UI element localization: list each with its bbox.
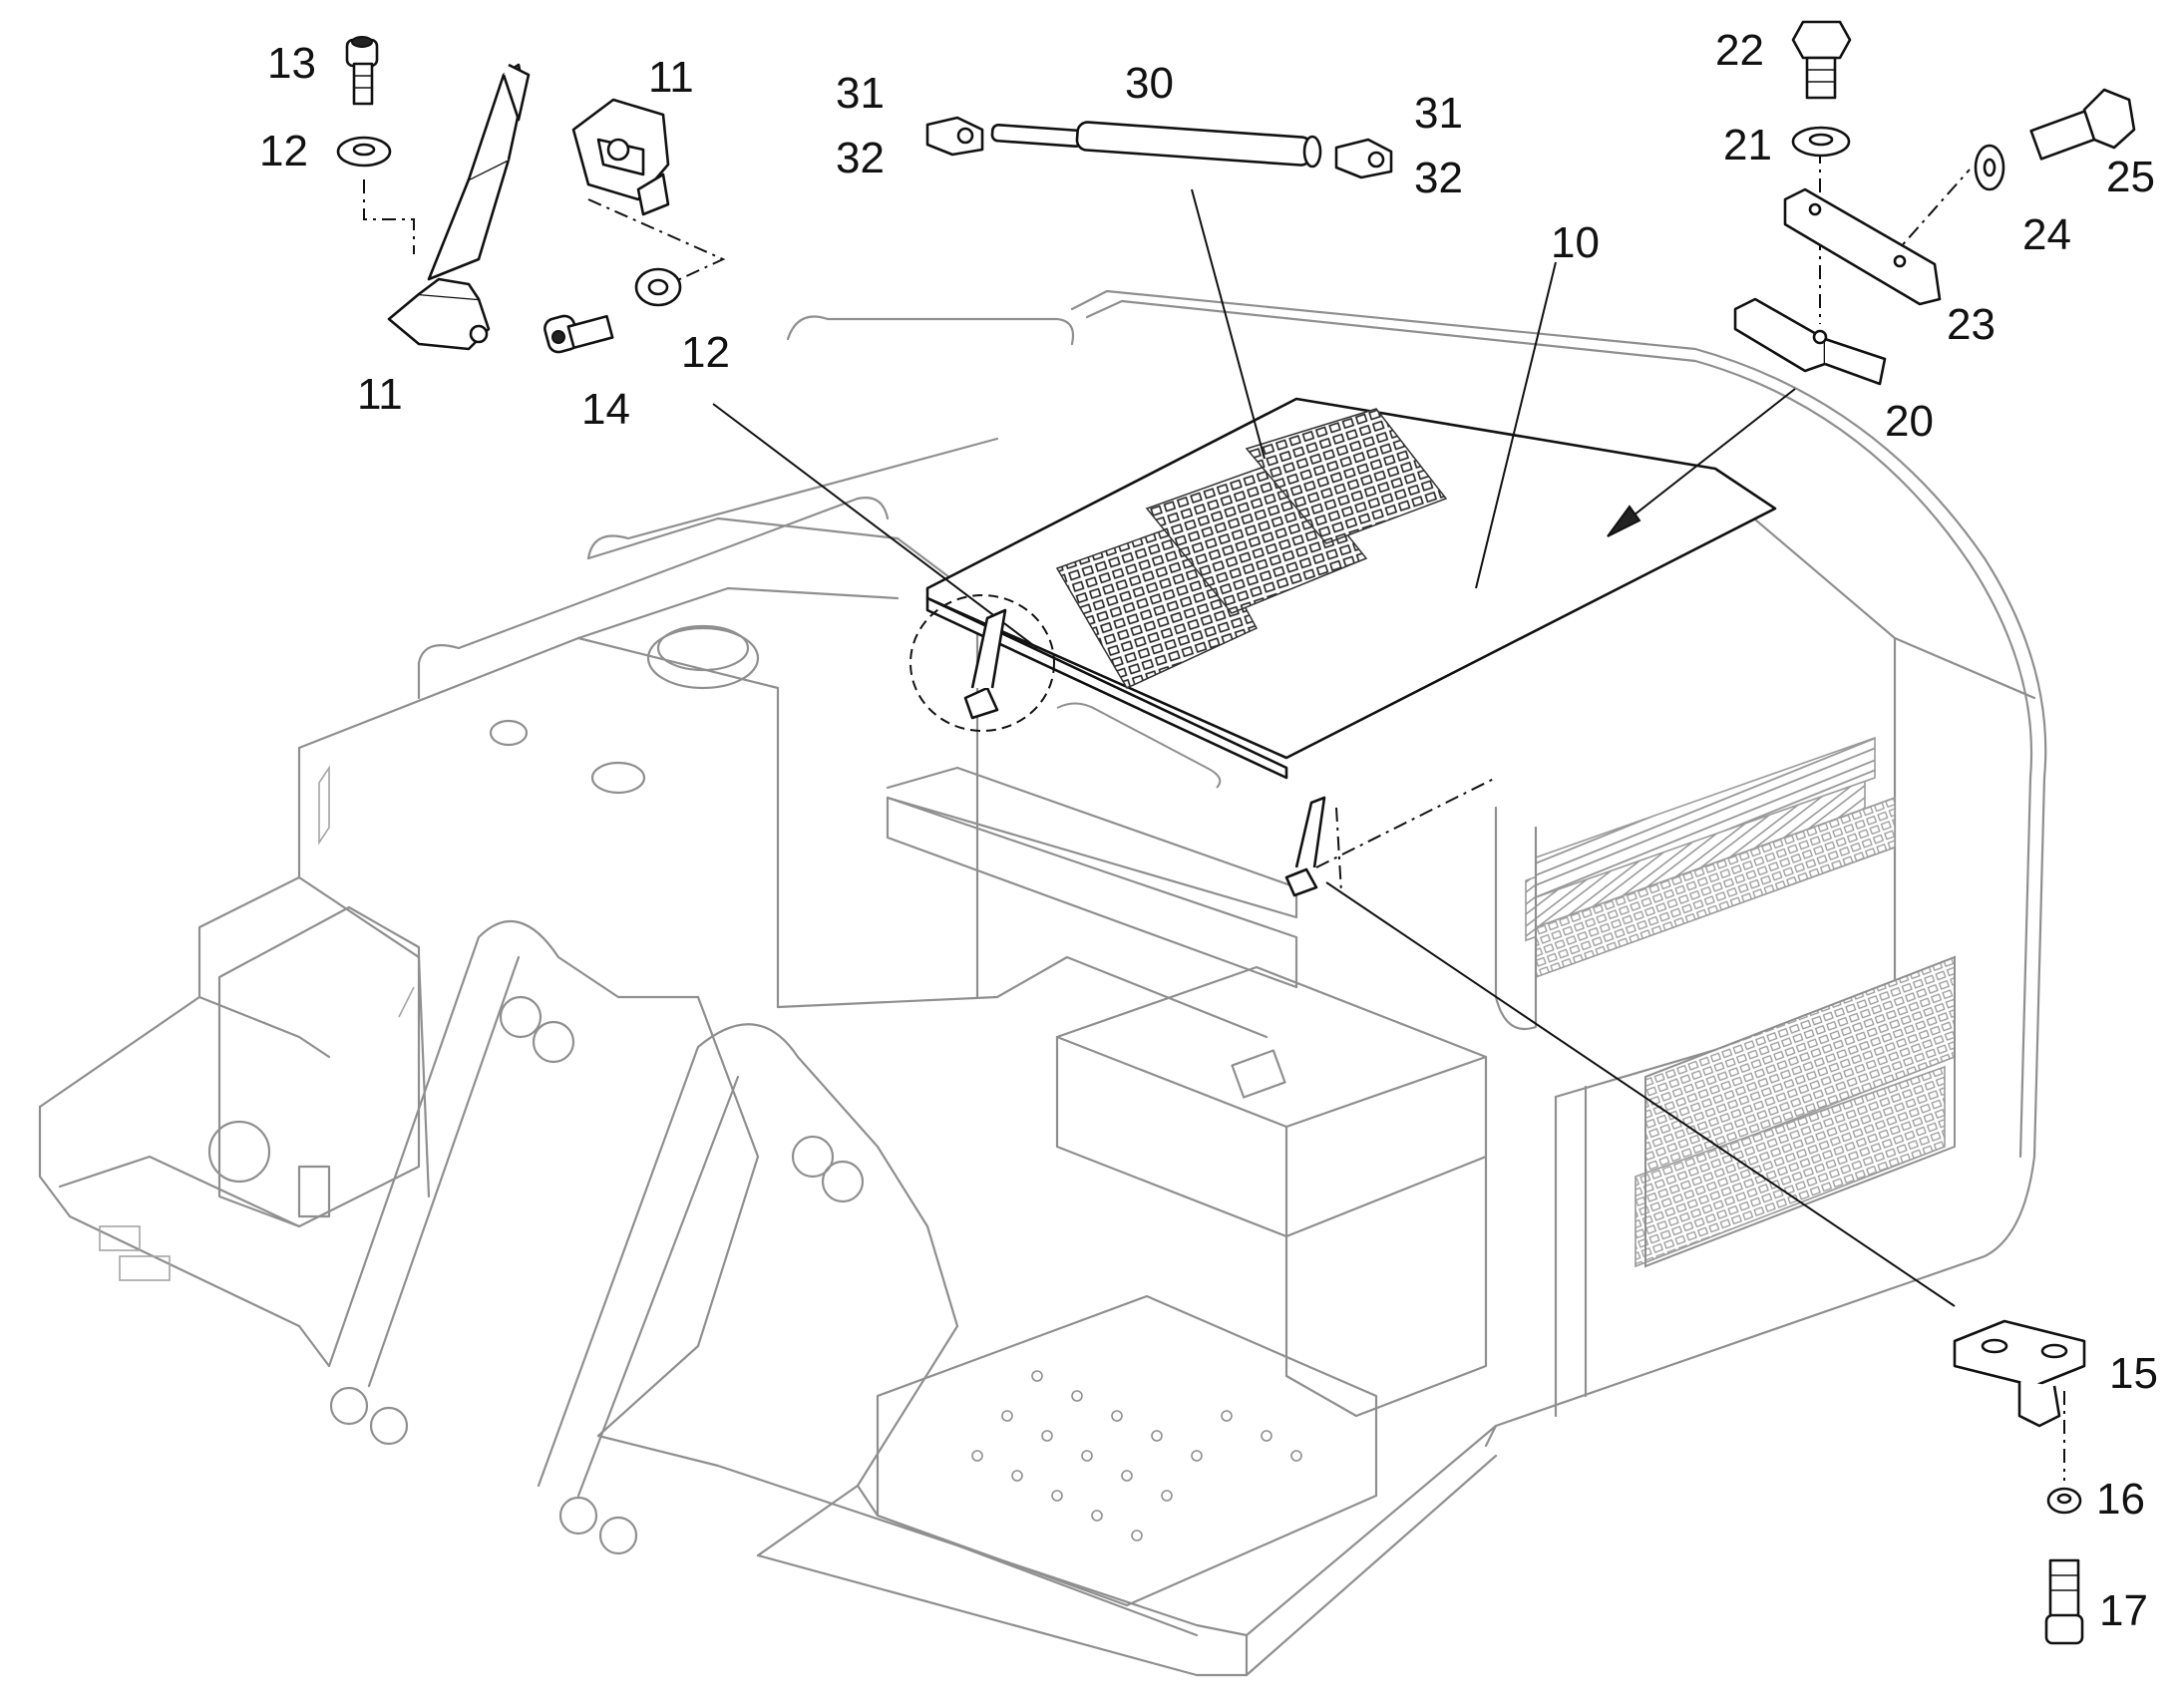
callout-32: 32 [836, 134, 885, 182]
part-23-bracket-plate [1783, 187, 1942, 306]
callout-11: 11 [357, 370, 403, 419]
part-15-catch-plate [1953, 1319, 2086, 1428]
floor-plate-holes [971, 1370, 1302, 1541]
callout-32: 32 [1414, 154, 1463, 202]
part-22-hex-bolt [1791, 20, 1852, 100]
callout-24: 24 [2022, 210, 2071, 259]
engine-hood-cover [925, 397, 1777, 789]
part-20-angle-bracket [1733, 297, 1887, 386]
excavator-upper-frame [38, 289, 2047, 1677]
part-12-washer [336, 136, 682, 307]
callout-15: 15 [2109, 1349, 2158, 1398]
part-16-washer [2046, 1487, 2082, 1515]
callout-14: 14 [581, 385, 630, 434]
part-21-washer [1791, 126, 1851, 158]
part-25-hex-bolt [2029, 88, 2136, 161]
part-30-gas-strut [990, 121, 1322, 169]
callout-20: 20 [1885, 397, 1934, 446]
callout-11: 11 [648, 53, 694, 102]
callout-17: 17 [2099, 1586, 2148, 1635]
callout-21: 21 [1723, 121, 1772, 170]
callout-labels: 13 12 11 11 14 12 31 32 30 31 32 10 22 2… [259, 26, 2158, 1635]
part-31-32-end-fitting-right [1334, 138, 1393, 179]
callout-30: 30 [1125, 59, 1174, 108]
callout-22: 22 [1715, 26, 1764, 75]
callout-13: 13 [267, 39, 316, 88]
installed-latch-right [1284, 796, 1326, 897]
callout-10: 10 [1551, 218, 1600, 267]
part-11-catch [571, 98, 670, 216]
arrow-head [1607, 505, 1641, 537]
callout-31: 31 [836, 69, 885, 118]
callout-25: 25 [2106, 153, 2155, 201]
part-13-cap-screw [345, 36, 379, 106]
part-31-32-end-fitting-left [925, 116, 984, 157]
installed-latch-left [963, 608, 1007, 720]
leader-lines [363, 150, 2065, 1481]
callout-12: 12 [681, 328, 730, 377]
callout-31: 31 [1414, 89, 1463, 138]
callout-12: 12 [259, 127, 308, 175]
callout-16: 16 [2096, 1475, 2145, 1524]
part-11-latch [387, 63, 531, 351]
part-24-washer [1974, 144, 2005, 191]
callout-23: 23 [1947, 300, 1996, 349]
part-14-cap-screw [544, 314, 614, 354]
part-17-cap-screw [2044, 1558, 2084, 1645]
